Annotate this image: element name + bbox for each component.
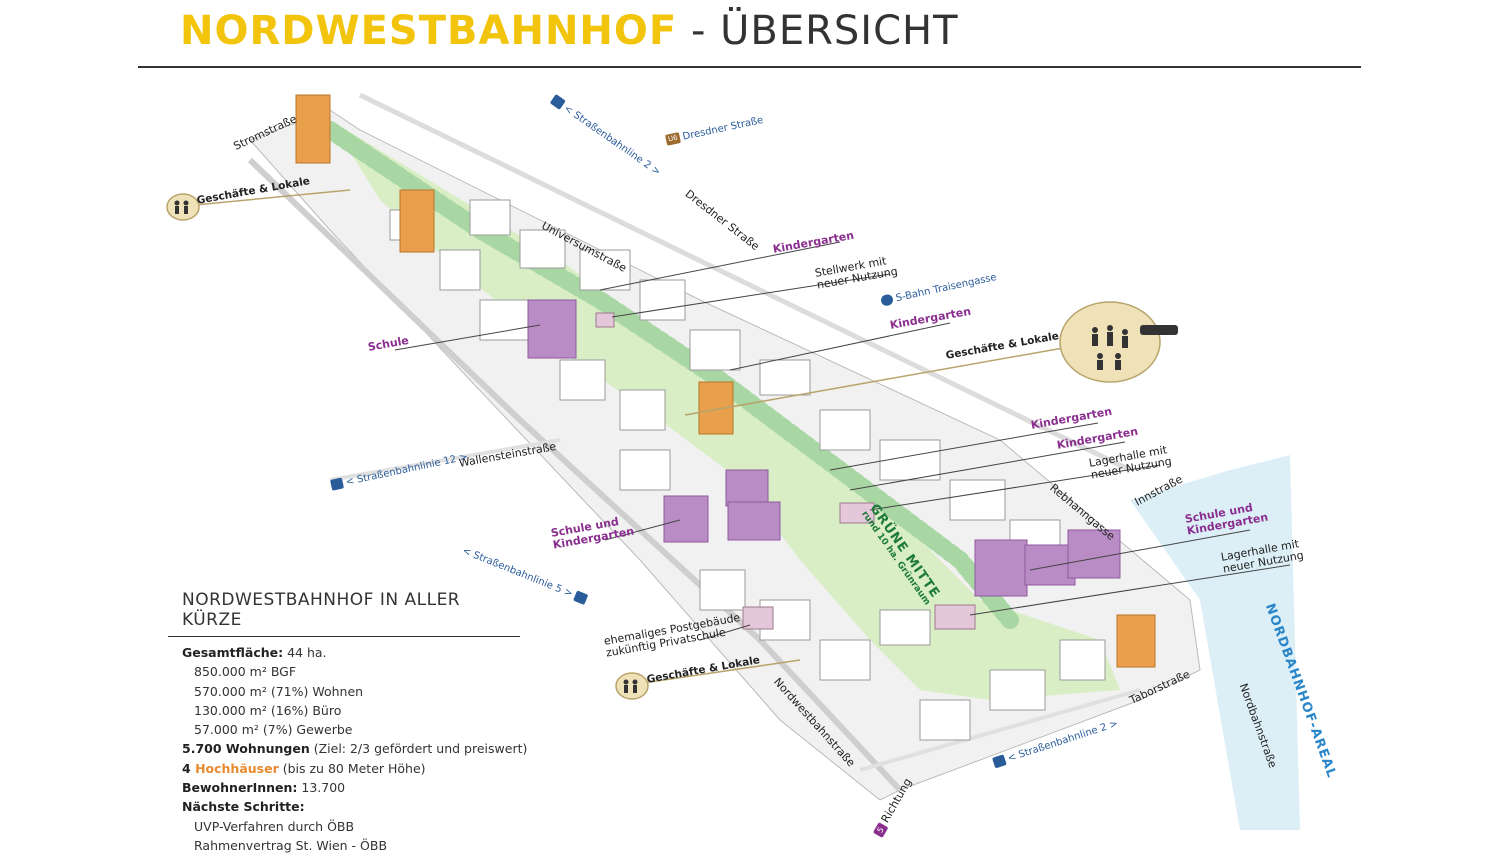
leader-schule-kg-right xyxy=(1029,529,1251,571)
building xyxy=(989,669,1046,711)
leader-shops-mid xyxy=(684,344,1081,416)
school-building xyxy=(974,539,1028,597)
s-bahn-icon xyxy=(880,293,895,307)
leader-kindergarten-4 xyxy=(849,441,1126,491)
building xyxy=(559,359,606,401)
school-building xyxy=(725,469,769,507)
leader-kindergarten-3 xyxy=(829,422,1099,471)
leader-schule-kg-left xyxy=(604,519,681,541)
school-building xyxy=(663,495,709,543)
building xyxy=(639,279,686,321)
summary-next-1: UVP-Verfahren durch ÖBB xyxy=(194,818,355,834)
summary-next-2: Rahmenvertrag St. Wien - ÖBB xyxy=(194,837,388,853)
tree-row xyxy=(321,121,1019,629)
lagerhalle xyxy=(839,502,875,524)
school-building xyxy=(527,299,577,359)
building xyxy=(879,439,941,481)
building xyxy=(1059,639,1106,681)
leader-shops-top xyxy=(194,189,351,206)
tram-icon xyxy=(330,477,345,491)
title-rest: - ÜBERSICHT xyxy=(677,8,959,54)
road-nordwestbahnstrasse xyxy=(247,157,903,793)
shops-icon-top xyxy=(166,193,200,221)
nordbahnhof-area xyxy=(1130,455,1300,830)
road-wallenstein xyxy=(329,438,561,482)
leader-lagerhalle-2 xyxy=(969,564,1291,616)
summary-gesamt: Gesamtfläche: 44 ha. xyxy=(182,645,327,660)
title-accent: NORDWESTBAHNHOF xyxy=(180,8,678,54)
building xyxy=(689,329,741,371)
leader-stellwerk xyxy=(611,273,891,318)
shops-icon-bottom xyxy=(615,672,649,700)
summary-gewerbe: 57.000 m² (7%) Gewerbe xyxy=(194,722,353,738)
stellwerk xyxy=(595,312,615,328)
leader-shops-bottom xyxy=(629,659,801,686)
road-dresdner xyxy=(358,92,1132,473)
building xyxy=(519,229,566,269)
building xyxy=(439,249,481,291)
building xyxy=(879,609,931,646)
building xyxy=(699,569,746,611)
summary-bgf: 850.000 m² BGF xyxy=(194,664,297,680)
building xyxy=(469,199,511,236)
leader-schule xyxy=(394,324,541,351)
leader-lagerhalle-1 xyxy=(869,464,1161,511)
building xyxy=(819,409,871,451)
tower xyxy=(1116,614,1156,668)
tower xyxy=(399,189,435,253)
building xyxy=(949,479,1006,521)
tower xyxy=(295,94,331,164)
page-title: NORDWESTBAHNHOF - ÜBERSICHT xyxy=(180,8,959,54)
building xyxy=(619,449,671,491)
summary-panel: NORDWESTBAHNHOF IN ALLER KÜRZE Gesamtflä… xyxy=(168,590,528,855)
building xyxy=(759,359,811,396)
building xyxy=(579,249,631,291)
building xyxy=(619,389,666,431)
summary-bewohner: BewohnerInnen: 13.700 xyxy=(182,780,346,796)
leader-post xyxy=(699,624,751,641)
summary-buero: 130.000 m² (16%) Büro xyxy=(194,702,342,718)
summary-wohnen: 570.000 m² (71%) Wohnen xyxy=(194,683,364,699)
building xyxy=(919,699,971,741)
tram-icon xyxy=(1140,325,1178,335)
road-taborstrasse xyxy=(859,688,1141,772)
leader-kindergarten-1 xyxy=(599,241,841,291)
building xyxy=(819,639,871,681)
u6-icon: U6 xyxy=(665,132,681,146)
leader-kindergarten-2 xyxy=(729,322,951,371)
postgebaeude xyxy=(742,606,774,630)
title-rule xyxy=(138,66,1361,68)
school-building xyxy=(727,501,781,541)
school-building xyxy=(1067,529,1121,579)
summary-next: Nächste Schritte: xyxy=(182,799,305,815)
summary-wohnungen: 5.700 Wohnungen (Ziel: 2/3 gefördert und… xyxy=(182,741,528,757)
lagerhalle xyxy=(934,604,976,630)
building xyxy=(479,299,531,341)
summary-heading: NORDWESTBAHNHOF IN ALLER KÜRZE xyxy=(182,590,461,630)
summary-hochhaeuser: 4 Hochhäuser (bis zu 80 Meter Höhe) xyxy=(182,760,426,776)
summary-rule xyxy=(168,636,520,637)
